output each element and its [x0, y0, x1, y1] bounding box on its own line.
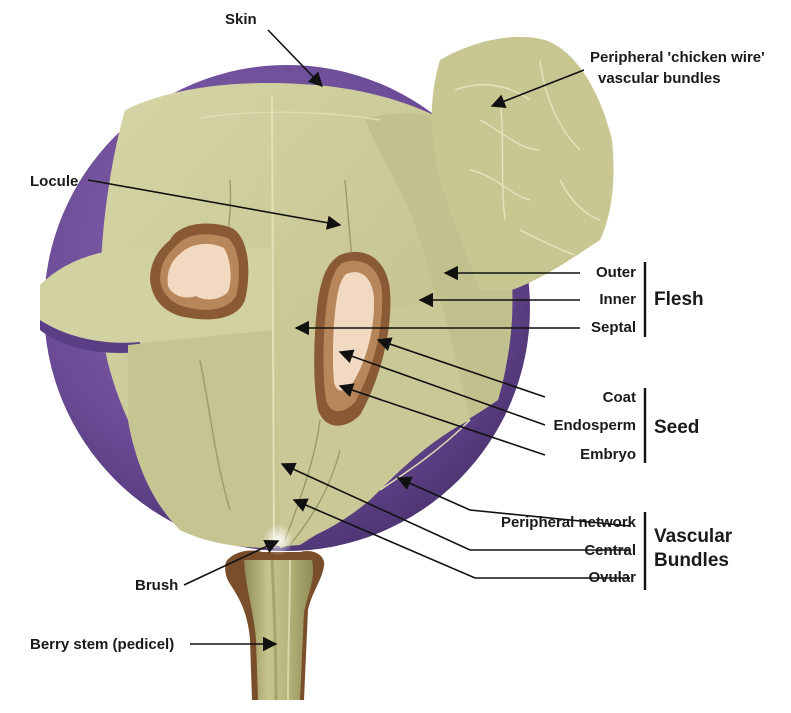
label-locule: Locule — [30, 173, 78, 190]
label-central: Central — [584, 542, 636, 559]
brush-glow — [262, 524, 294, 556]
label-ovular: Ovular — [588, 569, 636, 586]
label-vascular: Vascular — [654, 526, 733, 547]
label-chicken-wire-2: vascular bundles — [598, 70, 721, 87]
label-brush: Brush — [135, 577, 178, 594]
berry-stem — [225, 550, 324, 700]
label-coat: Coat — [603, 389, 636, 406]
label-inner: Inner — [599, 291, 636, 308]
label-embryo: Embryo — [580, 446, 636, 463]
label-endosperm: Endosperm — [553, 417, 636, 434]
label-seed: Seed — [654, 417, 699, 438]
label-chicken-wire-1: Peripheral 'chicken wire' — [590, 49, 765, 66]
label-skin: Skin — [225, 11, 257, 28]
label-bundles: Bundles — [654, 550, 729, 571]
label-berry-stem: Berry stem (pedicel) — [30, 636, 174, 653]
label-peripheral-network: Peripheral network — [501, 514, 637, 531]
label-outer: Outer — [596, 264, 636, 281]
label-septal: Septal — [591, 319, 636, 336]
label-flesh: Flesh — [654, 289, 704, 310]
